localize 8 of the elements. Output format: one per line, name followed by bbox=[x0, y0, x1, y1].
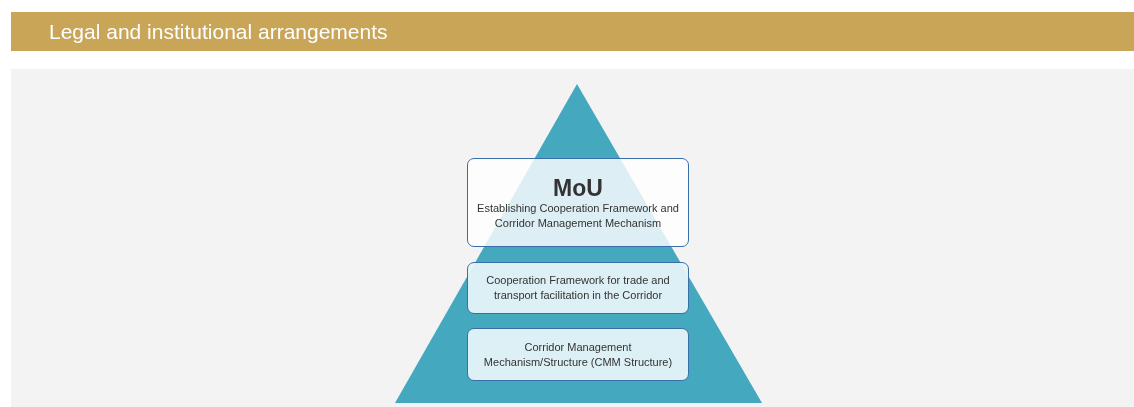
box-heading: MoU bbox=[553, 174, 603, 201]
box-text: Corridor Management Mechanism/Structure (CMM Structure) bbox=[482, 339, 674, 370]
title: Legal and institutional arrangements bbox=[49, 19, 388, 45]
text-box bbox=[467, 262, 689, 314]
box-text: Establishing Cooperation Framework and Corridor Management Mechanism bbox=[476, 200, 680, 231]
box-text: Cooperation Framework for trade and transport facilitation in the Corridor bbox=[485, 273, 671, 303]
text-box bbox=[467, 158, 689, 247]
text-box bbox=[467, 328, 689, 381]
